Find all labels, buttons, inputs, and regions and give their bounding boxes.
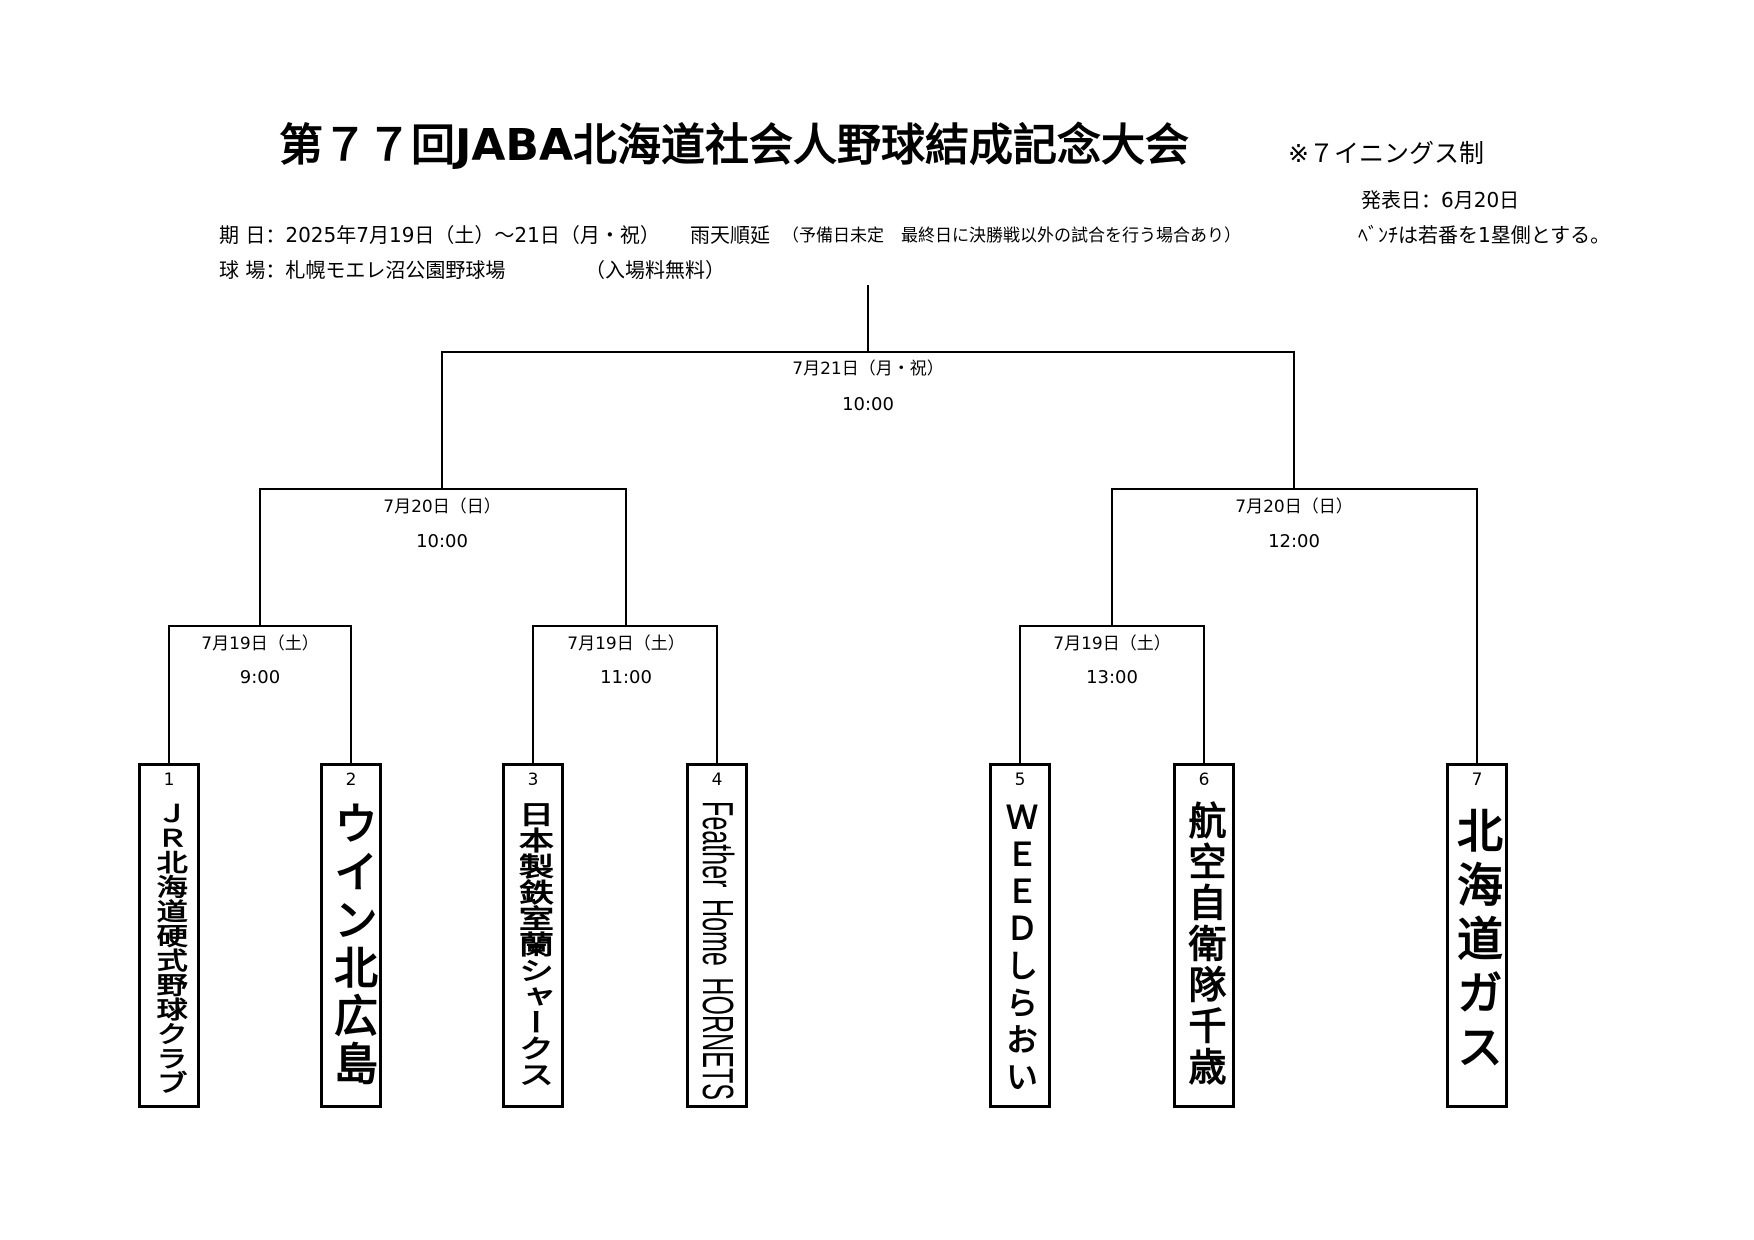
- team-box-4: 4 Feather Home HORNETS: [686, 763, 748, 1108]
- team-name: ウイン北広島: [326, 801, 377, 1089]
- team-number: 4: [711, 770, 723, 790]
- first-round-1-connector: [168, 625, 352, 763]
- team-box-7: 7 北海道ガス: [1446, 763, 1508, 1108]
- venue-line: 球 場：札幌モエレ沼公園野球場: [219, 258, 506, 282]
- tournament-title: 第７７回JABA北海道社会人野球結成記念大会: [279, 120, 1190, 171]
- team-number: 1: [163, 770, 175, 790]
- semifinal-right-date: 7月20日（日）: [1235, 497, 1353, 517]
- admission-note: （入場料無料）: [585, 258, 725, 282]
- first-round-2-time: 11:00: [600, 667, 652, 688]
- team-name: 日本製鉄室蘭シャークス: [512, 801, 554, 1087]
- final-date: 7月21日（月・祝）: [792, 359, 944, 379]
- first-round-2-date: 7月19日（土）: [567, 634, 685, 654]
- team-number: 3: [527, 770, 539, 790]
- team-number: 6: [1198, 770, 1210, 790]
- first-round-1-time: 9:00: [239, 667, 281, 688]
- innings-note: ※７イニングス制: [1288, 139, 1484, 168]
- first-round-3-connector: [1019, 625, 1205, 763]
- first-round-3-time: 13:00: [1086, 667, 1138, 688]
- team-box-5: 5 ＷＥＥＤしらおい: [989, 763, 1051, 1108]
- team-box-2: 2 ウイン北広島: [320, 763, 382, 1108]
- team-name: ＷＥＥＤしらおい: [1001, 801, 1039, 1097]
- team-number: 7: [1471, 770, 1483, 790]
- team-box-6: 6 航空自衛隊千歳: [1173, 763, 1235, 1108]
- final-connector: [441, 351, 1295, 489]
- team-name: ＪＲ北海道硬式野球クラブ: [150, 801, 188, 1095]
- rain-policy: 雨天順延: [690, 223, 770, 247]
- team-name: 航空自衛隊千歳: [1182, 801, 1226, 1088]
- first-round-3-date: 7月19日（土）: [1053, 634, 1171, 654]
- rain-detail: （予備日未定 最終日に決勝戦以外の試合を行う場合あり）: [782, 226, 1241, 246]
- semifinal-right-time: 12:00: [1268, 531, 1320, 552]
- semifinal-left-date: 7月20日（日）: [383, 497, 501, 517]
- team-number: 5: [1014, 770, 1026, 790]
- semifinal-right-connector: [1111, 488, 1478, 763]
- announcement-date: 発表日：6月20日: [1361, 188, 1520, 212]
- team-name: Feather Home HORNETS: [693, 801, 742, 1101]
- team-name: 北海道ガス: [1450, 807, 1504, 1077]
- team-box-3: 3 日本製鉄室蘭シャークス: [502, 763, 564, 1108]
- final-time: 10:00: [842, 394, 894, 415]
- schedule-line: 期 日：2025年7月19日（土）～21日（月・祝）: [219, 223, 660, 247]
- first-round-2-connector: [532, 625, 718, 763]
- semifinal-left-connector: [259, 488, 627, 626]
- bench-note: ﾍﾞﾝﾁは若番を1塁側とする。: [1358, 223, 1611, 247]
- team-box-1: 1 ＪＲ北海道硬式野球クラブ: [138, 763, 200, 1108]
- first-round-1-date: 7月19日（土）: [201, 634, 319, 654]
- team-number: 2: [345, 770, 357, 790]
- semifinal-left-time: 10:00: [416, 531, 468, 552]
